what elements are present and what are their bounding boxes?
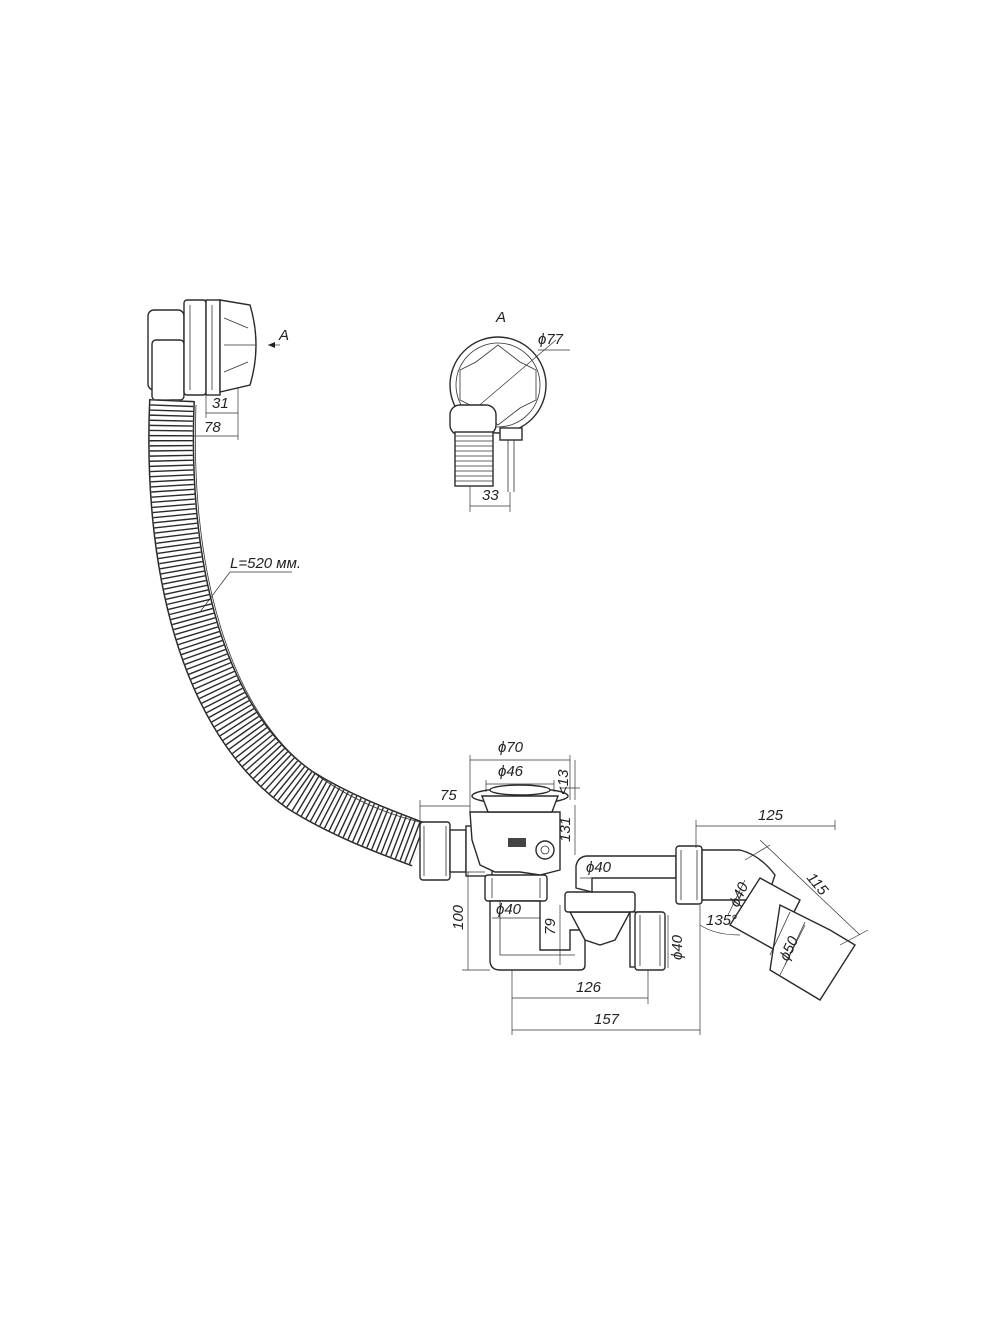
section-label: A	[495, 309, 506, 326]
dim-phi40-drain: ϕ40	[496, 901, 522, 918]
front-hose-stub	[454, 431, 494, 487]
dim-phi46: ϕ46	[498, 763, 524, 780]
dim-131: 131	[557, 817, 574, 842]
dim-31: 31	[212, 395, 229, 412]
dim-78: 78	[204, 419, 221, 436]
view-arrow: A	[268, 327, 289, 348]
dim-phi77: ϕ77	[538, 331, 564, 348]
dim-115: 115	[803, 870, 832, 900]
overflow-front-view: A ϕ77 33	[449, 309, 570, 512]
view-label: A	[278, 327, 289, 344]
dim-100: 100	[450, 904, 467, 930]
drain-assembly	[419, 784, 856, 1001]
dim-phi40-top: ϕ40	[586, 859, 612, 876]
dim-157: 157	[594, 1011, 620, 1028]
dim-135deg: 135°	[706, 912, 737, 929]
drain-dimensions: ϕ70 ϕ46 <13 75 131 100 ϕ40 79 ϕ40 ϕ40	[419, 739, 869, 1035]
dim-79: 79	[542, 918, 559, 935]
dim-phi70: ϕ70	[498, 739, 524, 756]
dim-126: 126	[576, 979, 602, 996]
dim-lt13: <13	[555, 769, 572, 795]
dim-phi40-right: ϕ40	[669, 934, 686, 960]
dim-33: 33	[482, 487, 499, 504]
corrugated-hose	[148, 399, 429, 867]
dim-75: 75	[440, 787, 457, 804]
dim-125: 125	[758, 807, 784, 824]
hose-length-leader: L=520 мм.	[199, 555, 301, 613]
hose-length-label: L=520 мм.	[230, 555, 301, 572]
overflow-head-side-view	[147, 299, 257, 401]
